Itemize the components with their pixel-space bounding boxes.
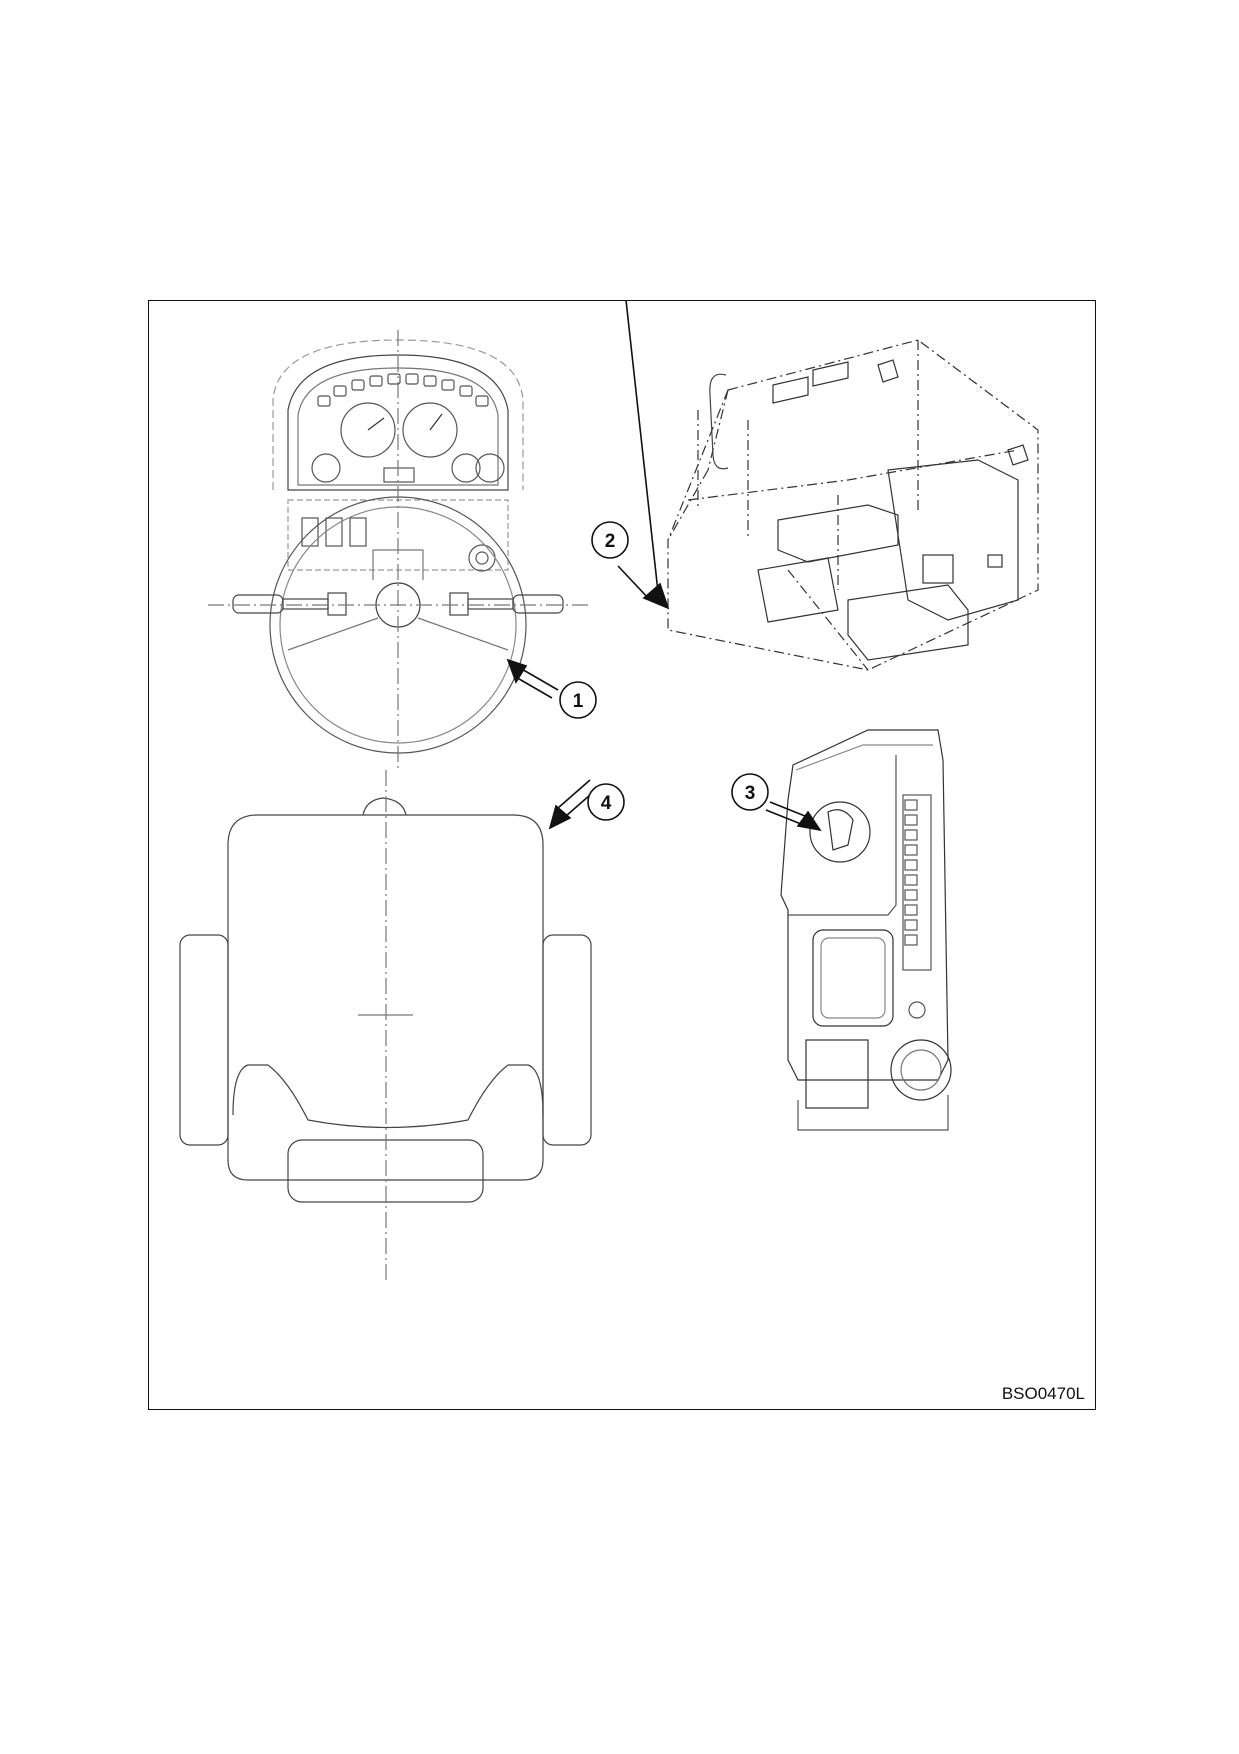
figure-frame xyxy=(148,300,1096,1410)
operator-controls-diagram: 1 2 3 4 xyxy=(179,300,1039,1280)
callout-2: 2 xyxy=(591,521,629,559)
callout-4-number: 4 xyxy=(601,793,612,814)
callout-4: 4 xyxy=(587,783,625,821)
operator-seat-top-view xyxy=(179,770,592,1280)
callout-2-number: 2 xyxy=(605,531,616,552)
callout-1: 1 xyxy=(559,681,597,719)
figure-code: BSO0470L xyxy=(1001,1384,1085,1403)
right-hand-console xyxy=(780,729,952,1131)
callout-arrows xyxy=(506,300,822,832)
callout-3: 3 xyxy=(731,773,769,811)
cab-isometric xyxy=(667,339,1039,671)
steering-column-panel xyxy=(208,330,588,770)
callout-3-number: 3 xyxy=(745,783,756,804)
callout-1-number: 1 xyxy=(573,691,584,712)
